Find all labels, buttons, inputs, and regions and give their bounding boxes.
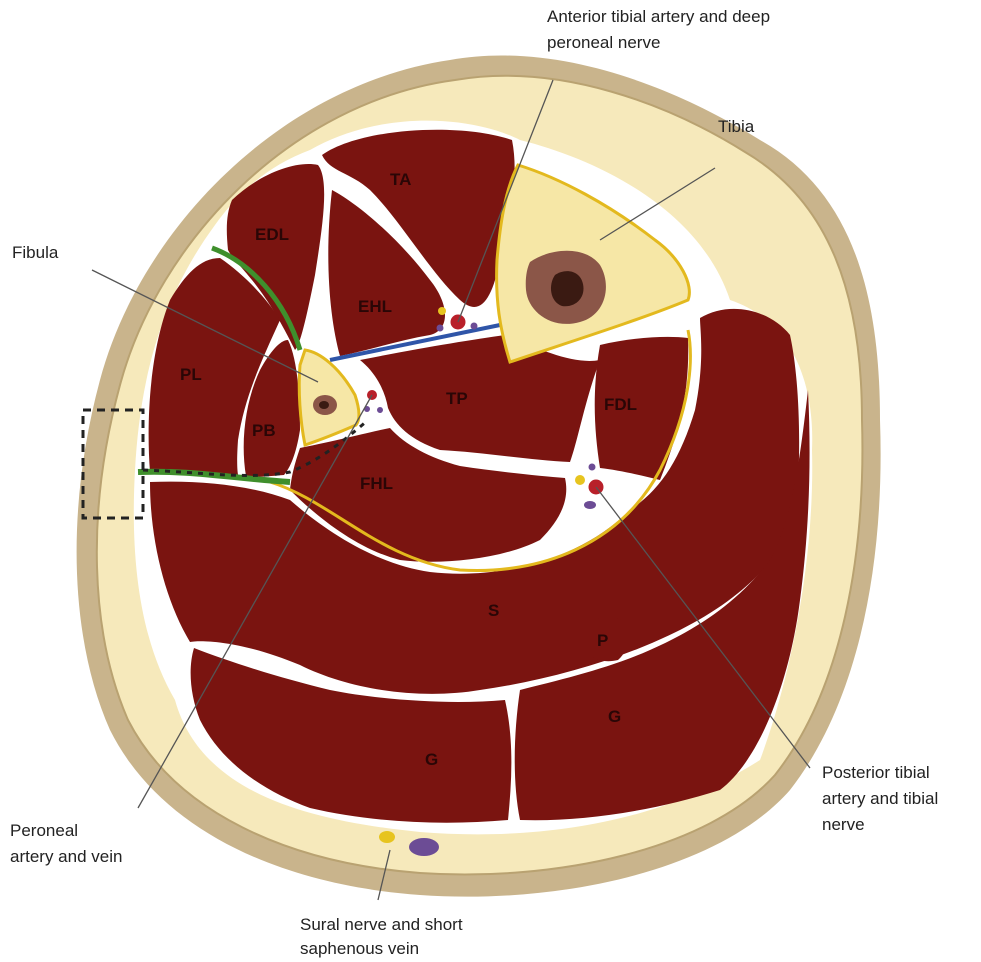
callout-fibula: Fibula (12, 243, 59, 262)
label-p: P (597, 631, 608, 650)
callout-peroneal: Peroneal artery and vein (10, 821, 122, 866)
label-s: S (488, 601, 499, 620)
callout-anterior-tibial: Anterior tibial artery and deep peroneal… (547, 7, 775, 52)
label-g-medial: G (608, 707, 621, 726)
label-pl: PL (180, 365, 202, 384)
label-tp: TP (446, 389, 468, 408)
callout-tibia: Tibia (718, 117, 755, 136)
label-pb: PB (252, 421, 276, 440)
label-g-lateral: G (425, 750, 438, 769)
callout-posterior-tibial: Posterior tibial artery and tibial nerve (822, 763, 943, 834)
label-ta: TA (390, 170, 411, 189)
fibula-marrow-core (319, 401, 329, 409)
label-fdl: FDL (604, 395, 637, 414)
callout-sural: Sural nerve and short saphenous vein (300, 915, 467, 958)
label-edl: EDL (255, 225, 289, 244)
label-fhl: FHL (360, 474, 393, 493)
label-ehl: EHL (358, 297, 392, 316)
